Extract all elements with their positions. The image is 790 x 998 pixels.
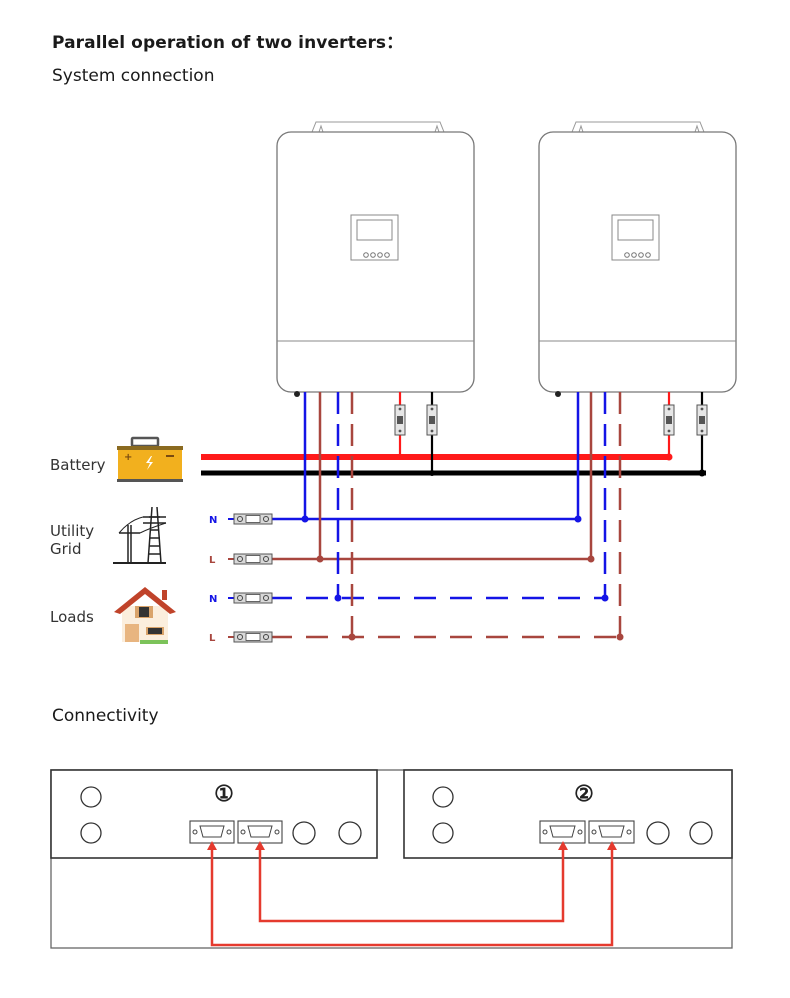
button-icon bbox=[624, 252, 630, 258]
parallel-cable-outer bbox=[210, 848, 614, 947]
button-icon bbox=[645, 252, 651, 258]
terminal-block bbox=[228, 631, 273, 643]
inverter-body bbox=[276, 131, 475, 393]
terminal-block bbox=[228, 553, 273, 565]
junction-dot bbox=[616, 633, 624, 641]
port-hole bbox=[432, 822, 454, 844]
port-hole bbox=[338, 821, 362, 845]
port-hole bbox=[80, 786, 102, 808]
battery-label: Battery bbox=[50, 456, 106, 474]
button-icon bbox=[377, 252, 383, 258]
junction-dot bbox=[397, 454, 403, 460]
lcd-display bbox=[350, 214, 399, 261]
terminal-label-load-n: N bbox=[209, 594, 217, 605]
junction-dot bbox=[429, 470, 435, 476]
ground-terminal bbox=[555, 391, 561, 397]
junction-dot bbox=[587, 555, 595, 563]
loads-label: Loads bbox=[50, 608, 94, 626]
port-hole bbox=[80, 822, 102, 844]
button-icon bbox=[638, 252, 644, 258]
junction-dot bbox=[334, 594, 342, 602]
dc-breaker bbox=[663, 404, 675, 436]
terminal-block bbox=[228, 592, 273, 604]
terminal-block bbox=[228, 513, 273, 525]
port-hole bbox=[432, 786, 454, 808]
ground-terminal bbox=[294, 391, 300, 397]
svg-text:+: + bbox=[124, 452, 132, 463]
button-icon bbox=[384, 252, 390, 258]
port-hole bbox=[689, 821, 713, 845]
inverter-1 bbox=[276, 121, 475, 397]
arrow-up-icon bbox=[607, 841, 617, 850]
arrow-up-icon bbox=[558, 841, 568, 850]
junction-dot bbox=[601, 594, 609, 602]
parallel-cable-inner bbox=[258, 848, 565, 923]
mounting-bracket bbox=[311, 121, 445, 133]
junction-dot bbox=[698, 469, 706, 477]
inverter-body bbox=[538, 131, 737, 393]
port-hole bbox=[646, 821, 670, 845]
dc-breaker bbox=[696, 404, 708, 436]
inverter-1-marker: ① bbox=[214, 781, 234, 807]
inverter-2-marker: ② bbox=[574, 781, 594, 807]
dc-breaker bbox=[394, 404, 406, 436]
arrow-up-icon bbox=[255, 841, 265, 850]
db9-port-icon bbox=[539, 820, 586, 844]
inverter-1-port-panel: ① bbox=[50, 769, 378, 859]
db9-port-icon bbox=[588, 820, 635, 844]
button-icon bbox=[370, 252, 376, 258]
bracket-hook bbox=[318, 124, 440, 133]
terminal-label-grid-l: L bbox=[209, 555, 216, 566]
mounting-bracket bbox=[571, 121, 705, 133]
grid-label: Grid bbox=[50, 540, 82, 558]
utility-pole-icon bbox=[113, 506, 167, 564]
dc-breaker bbox=[426, 404, 438, 436]
section-title-system-connection: System connection bbox=[52, 66, 215, 86]
section-title-connectivity: Connectivity bbox=[52, 706, 159, 726]
terminal-label-load-l: L bbox=[209, 633, 216, 644]
port-hole bbox=[292, 821, 316, 845]
utility-label: Utility bbox=[50, 522, 95, 540]
db9-port-icon bbox=[237, 820, 283, 844]
junction-dot bbox=[574, 515, 582, 523]
parallel-port-panel: ① ② bbox=[50, 769, 733, 949]
lcd-display bbox=[611, 214, 660, 261]
bracket-hook bbox=[578, 124, 700, 133]
junction-dot bbox=[348, 633, 356, 641]
page-title: Parallel operation of two inverters： bbox=[52, 33, 404, 53]
junction-dot bbox=[316, 555, 324, 563]
battery-icon: + bbox=[117, 436, 183, 482]
house-icon bbox=[114, 587, 176, 644]
db9-port-icon bbox=[189, 820, 235, 844]
junction-dot bbox=[665, 453, 673, 461]
button-icon bbox=[363, 252, 369, 258]
arrow-up-icon bbox=[207, 841, 217, 850]
terminal-label-grid-n: N bbox=[209, 515, 217, 526]
inverter-2-port-panel: ② bbox=[403, 769, 733, 859]
button-icon bbox=[631, 252, 637, 258]
inverter-2 bbox=[538, 121, 737, 397]
junction-dot bbox=[301, 515, 309, 523]
